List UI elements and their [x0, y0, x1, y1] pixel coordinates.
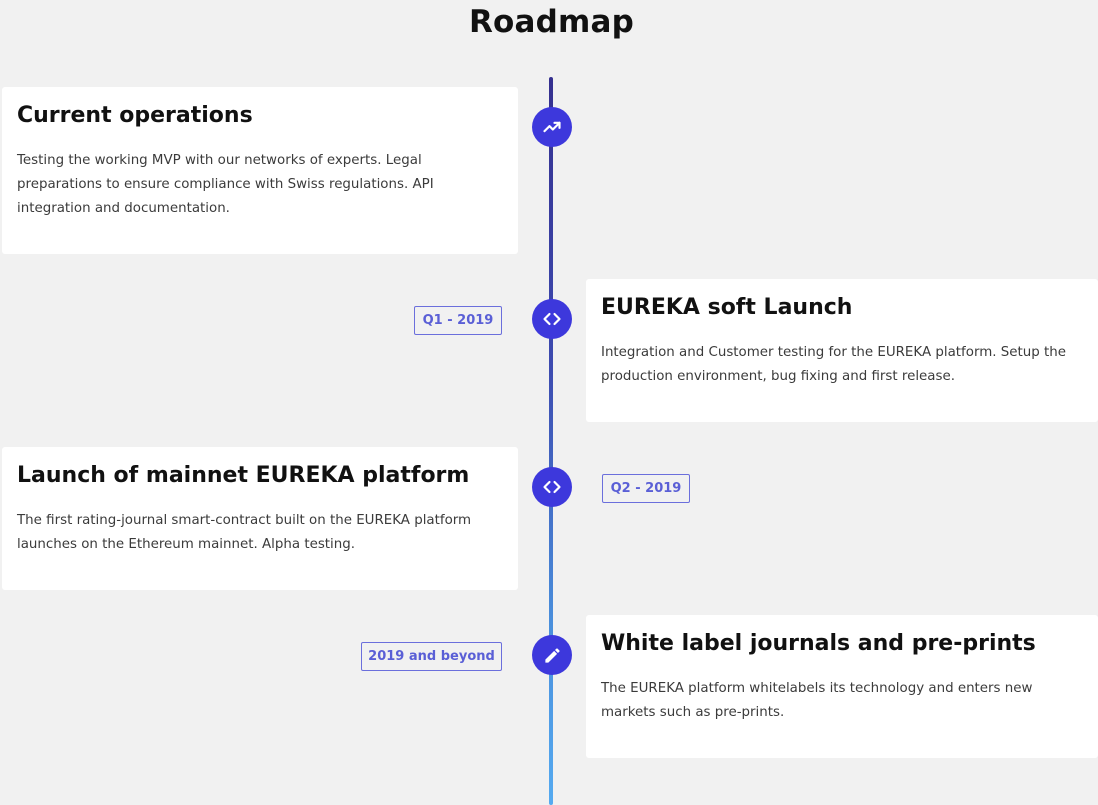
milestone-card-current-operations: Current operations Testing the working M…: [2, 87, 518, 254]
milestone-card-mainnet-launch: Launch of mainnet EUREKA platform The fi…: [2, 447, 518, 590]
code-icon: [532, 299, 572, 339]
trending-up-icon: [532, 107, 572, 147]
milestone-description: Testing the working MVP with our network…: [17, 153, 434, 216]
milestone-title: EUREKA soft Launch: [601, 295, 853, 320]
code-icon: [532, 467, 572, 507]
milestone-title: Launch of mainnet EUREKA platform: [17, 463, 470, 488]
milestone-title: Current operations: [17, 103, 253, 128]
pencil-icon: [532, 635, 572, 675]
milestone-title: White label journals and pre-prints: [601, 631, 1036, 656]
milestone-date-tag: Q1 - 2019: [414, 306, 502, 335]
milestone-description: The EUREKA platform whitelabels its tech…: [601, 681, 1033, 720]
milestone-description: The first rating-journal smart-contract …: [17, 513, 472, 552]
page-title: Roadmap: [468, 4, 635, 40]
milestone-description: Integration and Customer testing for the…: [601, 345, 1066, 384]
milestone-card-white-label: White label journals and pre-prints The …: [586, 615, 1098, 758]
timeline-line: [549, 77, 553, 805]
milestone-date-tag: Q2 - 2019: [602, 474, 690, 503]
milestone-date-tag: 2019 and beyond: [361, 642, 502, 671]
milestone-card-soft-launch: EUREKA soft Launch Integration and Custo…: [586, 279, 1098, 422]
